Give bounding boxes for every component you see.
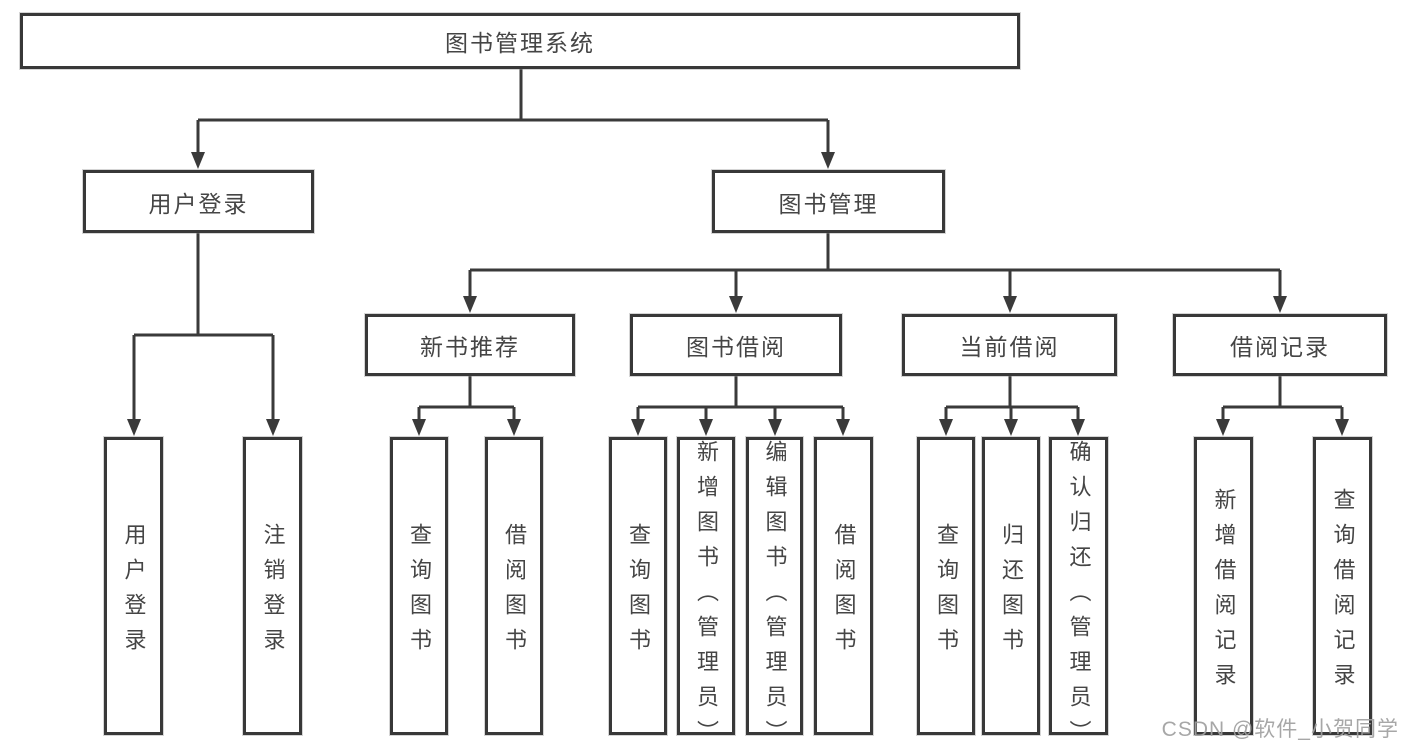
node-label: 查询图书 bbox=[407, 522, 432, 663]
arrowhead bbox=[412, 419, 426, 436]
leaf-borrow-books-2: 借阅图书 bbox=[814, 437, 873, 735]
node-label: 用户登录 bbox=[121, 522, 147, 663]
node-label: 确认归还（管理员） bbox=[1066, 440, 1092, 747]
node-label: 新书推荐 bbox=[420, 334, 520, 360]
arrowhead bbox=[1335, 419, 1349, 436]
node-label: 图书借阅 bbox=[686, 334, 786, 360]
arrowhead bbox=[939, 419, 953, 436]
node-label: 图书管理系统 bbox=[445, 30, 595, 56]
csdn-watermark: CSDN @软件_小贺同学 bbox=[1161, 718, 1399, 741]
node-label: 借阅记录 bbox=[1230, 334, 1330, 360]
arrowhead bbox=[266, 419, 280, 436]
leaf-logout: 注销登录 bbox=[243, 437, 302, 735]
leaf-edit-book-admin: 编辑图书（管理员） bbox=[746, 437, 803, 747]
node-label: 编辑图书（管理员） bbox=[762, 440, 788, 747]
arrowhead bbox=[768, 419, 782, 436]
arrowhead bbox=[127, 419, 141, 436]
arrowhead bbox=[1003, 296, 1017, 313]
node-label: 图书管理 bbox=[778, 190, 879, 217]
connector-root-to-level1 bbox=[196, 69, 830, 154]
node-borrow-records: 借阅记录 bbox=[1173, 314, 1387, 376]
connector-borrow-to-leaves bbox=[636, 376, 845, 421]
connector-records-to-leaves bbox=[1221, 376, 1344, 421]
leaf-query-borrow-record: 查询借阅记录 bbox=[1313, 437, 1372, 735]
node-current-borrowing: 当前借阅 bbox=[902, 314, 1117, 376]
leaf-add-borrow-record: 新增借阅记录 bbox=[1194, 437, 1253, 735]
node-root-system: 图书管理系统 bbox=[20, 13, 1020, 69]
arrowhead bbox=[729, 296, 743, 313]
connector-new-rec-to-leaves bbox=[417, 376, 516, 421]
leaf-add-book-admin: 新增图书（管理员） bbox=[677, 437, 735, 747]
leaf-borrow-books-1: 借阅图书 bbox=[485, 437, 543, 735]
arrowhead bbox=[191, 152, 205, 169]
node-label: 借阅图书 bbox=[831, 522, 857, 663]
node-label: 新增借阅记录 bbox=[1211, 487, 1237, 698]
node-book-borrowing: 图书借阅 bbox=[630, 314, 842, 376]
arrowhead bbox=[631, 419, 645, 436]
node-book-management: 图书管理 bbox=[712, 170, 945, 233]
arrowheads bbox=[127, 152, 1349, 436]
node-label: 查询借阅记录 bbox=[1330, 487, 1356, 698]
node-label: 当前借阅 bbox=[959, 334, 1060, 360]
arrowhead bbox=[1216, 419, 1230, 436]
node-label: 用户登录 bbox=[148, 190, 249, 217]
leaf-query-books-1: 查询图书 bbox=[390, 437, 448, 735]
leaf-confirm-return-admin: 确认归还（管理员） bbox=[1049, 437, 1108, 747]
node-label: 注销登录 bbox=[260, 522, 286, 663]
connector-book-mgmt-to-level2 bbox=[468, 233, 1282, 297]
arrowhead bbox=[699, 419, 713, 436]
node-user-login: 用户登录 bbox=[83, 170, 314, 233]
node-label: 查询图书 bbox=[626, 522, 651, 663]
arrowhead bbox=[507, 419, 521, 436]
node-label: 借阅图书 bbox=[502, 522, 527, 663]
node-label: 查询图书 bbox=[934, 522, 959, 663]
leaf-return-books: 归还图书 bbox=[982, 437, 1040, 735]
arrowhead bbox=[1273, 296, 1287, 313]
arrowhead bbox=[836, 419, 850, 436]
node-label: 新增图书（管理员） bbox=[694, 440, 719, 747]
node-label: 归还图书 bbox=[999, 522, 1024, 663]
leaf-user-login: 用户登录 bbox=[104, 437, 163, 735]
arrowhead bbox=[1004, 419, 1018, 436]
arrowhead bbox=[821, 152, 835, 169]
connector-current-to-leaves bbox=[944, 376, 1080, 421]
leaf-query-books-3: 查询图书 bbox=[917, 437, 975, 735]
leaf-query-books-2: 查询图书 bbox=[609, 437, 667, 735]
arrowhead bbox=[463, 296, 477, 313]
node-new-book-recommend: 新书推荐 bbox=[365, 314, 575, 376]
arrowhead bbox=[1071, 419, 1085, 436]
connector-user-login-to-leaves bbox=[132, 233, 275, 421]
